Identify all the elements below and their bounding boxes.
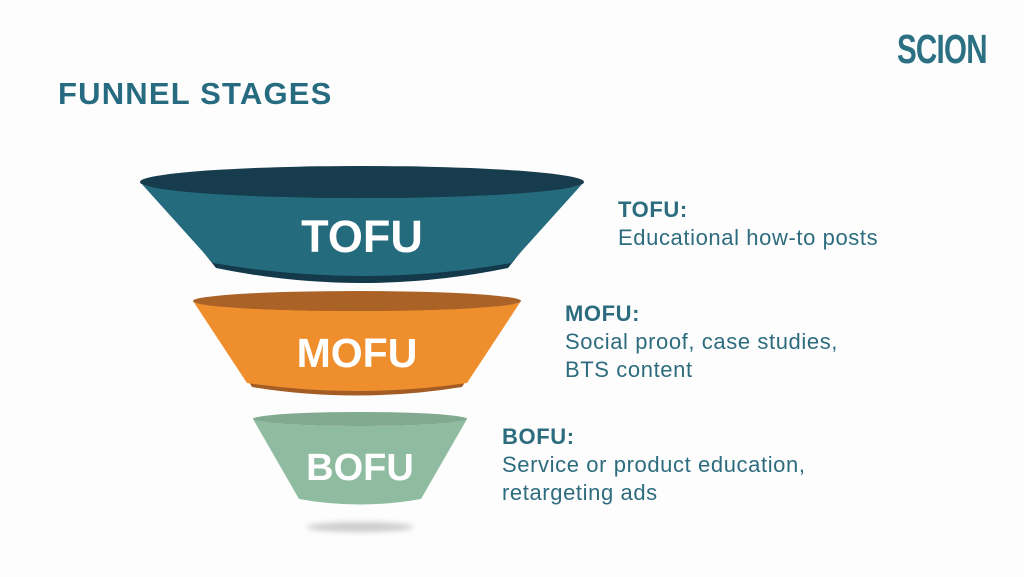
- brand-logo: SCION: [897, 26, 988, 72]
- mofu-stage-label: MOFU: [296, 330, 418, 376]
- mofu-description-label: MOFU:: [565, 301, 641, 326]
- mofu-funnel-body: [193, 301, 521, 391]
- tofu-description-label: TOFU:: [618, 197, 688, 222]
- tofu-funnel-body: [140, 182, 584, 276]
- bofu-description-line: retargeting ads: [502, 480, 658, 505]
- mofu-description: MOFU: Social proof, case studies, BTS co…: [565, 300, 838, 384]
- tofu-stage-label: TOFU: [301, 211, 423, 262]
- bofu-description-label: BOFU:: [502, 424, 575, 449]
- tofu-description: TOFU: Educational how-to posts: [618, 196, 878, 252]
- bofu-stage-label: BOFU: [306, 447, 414, 489]
- mofu-description-line: BTS content: [565, 357, 693, 382]
- funnel-shadow: [307, 522, 413, 532]
- bofu-funnel-top: [253, 412, 467, 426]
- mofu-description-line: Social proof, case studies,: [565, 329, 839, 354]
- tofu-funnel-top: [140, 166, 584, 198]
- bofu-description: BOFU: Service or product education, reta…: [502, 423, 806, 507]
- page-title: FUNNEL STAGES: [58, 76, 333, 111]
- tofu-description-line: Educational how-to posts: [618, 225, 879, 250]
- bofu-description-line: Service or product education,: [502, 452, 806, 477]
- bofu-funnel-body: [253, 419, 467, 505]
- mofu-funnel-top: [193, 291, 521, 311]
